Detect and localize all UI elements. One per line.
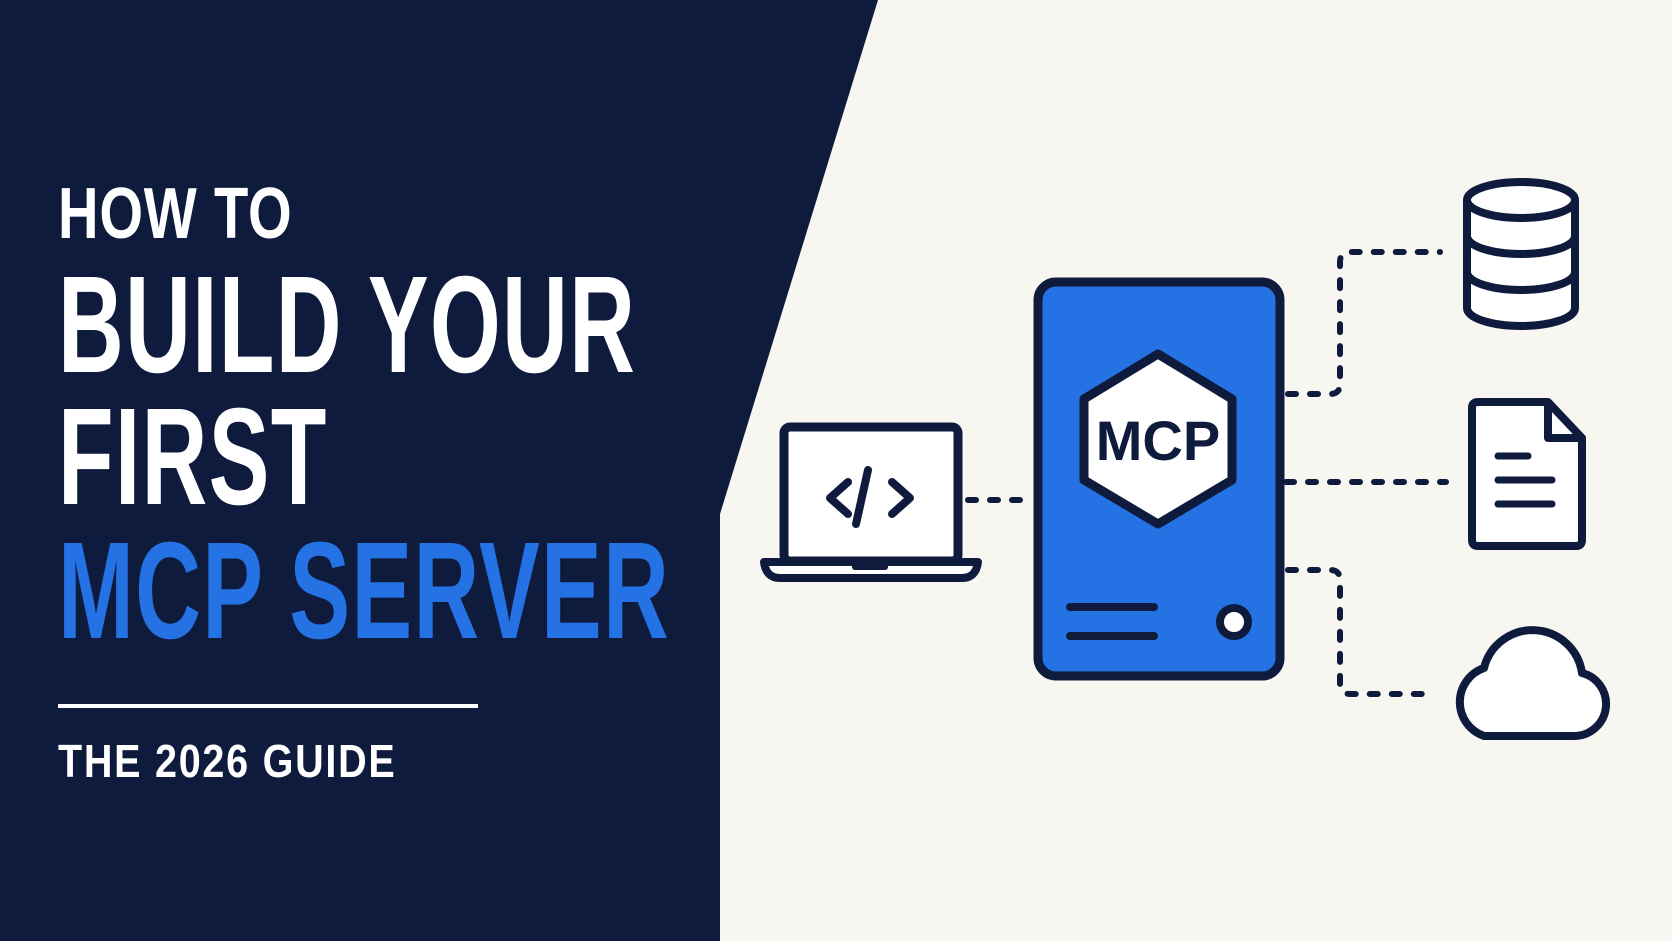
- divider-line: [58, 704, 478, 708]
- document-icon: [1468, 398, 1586, 550]
- database-body: [1463, 200, 1579, 330]
- subtitle: THE 2026 GUIDE: [58, 735, 397, 787]
- title-line-build-your: BUILD YOUR: [58, 248, 637, 402]
- title-line-mcp-server: MCP SERVER: [58, 514, 671, 668]
- title-line-first: FIRST: [58, 380, 328, 534]
- connector-lines: [965, 249, 1449, 697]
- cloud-icon: [1455, 626, 1611, 741]
- database-icon: [1463, 178, 1579, 330]
- database-ring-2: [1463, 271, 1579, 294]
- mcp-hexagon: [1079, 349, 1237, 529]
- server-icon: MCP: [1033, 277, 1285, 681]
- cloud-shape: [1455, 626, 1611, 741]
- title-line-how-to: HOW TO: [58, 174, 293, 254]
- database-top: [1463, 178, 1579, 222]
- server-label: MCP: [1096, 409, 1220, 472]
- code-icon: [826, 466, 914, 528]
- document-fold: [1544, 402, 1582, 442]
- laptop-screen: [779, 422, 963, 566]
- database-ring-1: [1463, 235, 1579, 258]
- connector-server-cloud: [1285, 567, 1431, 697]
- connector-server-database: [1285, 249, 1443, 397]
- laptop-icon: [760, 422, 982, 582]
- server-power-light: [1216, 604, 1252, 640]
- laptop-notch: [852, 562, 888, 570]
- document-page: [1468, 398, 1586, 550]
